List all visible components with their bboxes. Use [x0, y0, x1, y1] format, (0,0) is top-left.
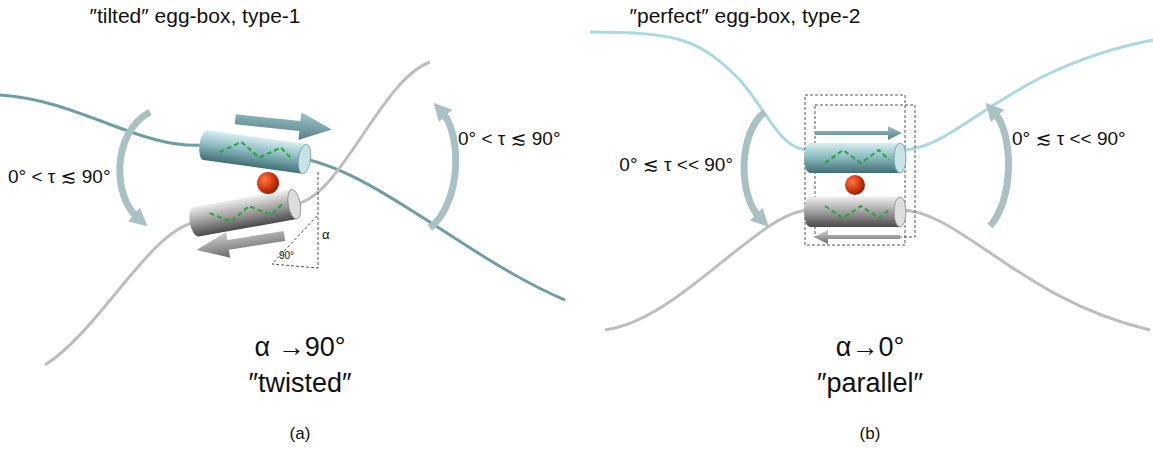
alpha-value: α →90° — [255, 332, 346, 363]
panel-letter: (a) — [290, 424, 311, 444]
angle-mark: 90° — [279, 250, 294, 262]
panel-letter: (b) — [860, 424, 881, 444]
angle-range: 0° < τ ≲ 90° — [8, 166, 111, 188]
panel-title: ″tilted″ egg-box, type-1 — [90, 4, 301, 28]
angle-range: 0° ≲ τ << 90° — [1012, 128, 1126, 150]
angle-range: 0° ≲ τ << 90° — [619, 154, 733, 176]
panel-title: ″perfect″ egg-box, type-2 — [630, 4, 861, 28]
angle-range: 0° < τ ≲ 90° — [458, 128, 561, 150]
alpha-value: α→0° — [836, 332, 904, 363]
angle-symbol: α — [322, 228, 330, 243]
arrangement-name: ″twisted″ — [248, 368, 351, 399]
arrangement-name: ″parallel″ — [817, 368, 923, 399]
